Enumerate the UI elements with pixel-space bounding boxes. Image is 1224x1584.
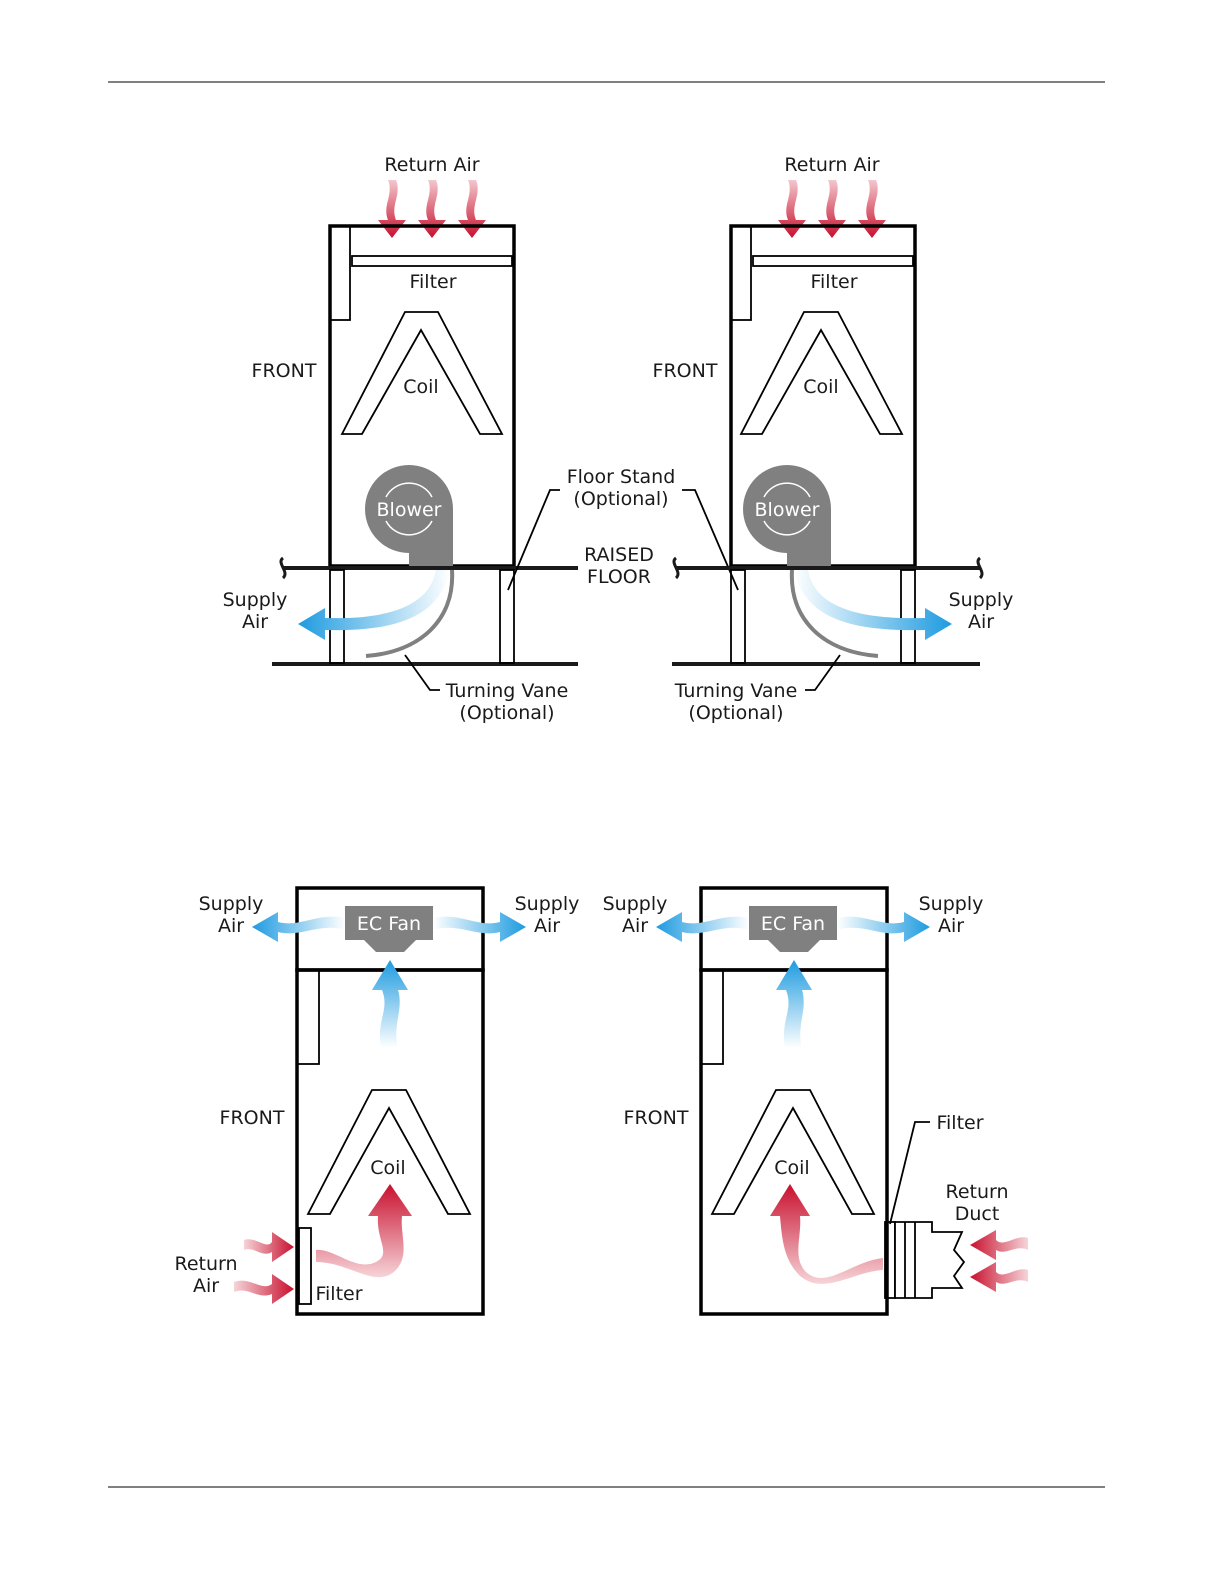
upflow-arrow — [372, 960, 408, 1048]
supply-air-label-2: Air — [968, 611, 994, 633]
coil-label: Coil — [403, 376, 438, 398]
filter-callout — [890, 1122, 930, 1224]
floor-break-icon-left — [674, 558, 678, 578]
diagram-downflow-rear-discharge: Return Air Filter FRONT Coil Blower Supp… — [653, 154, 1014, 724]
turning-vane-label-1: Turning Vane — [445, 680, 569, 702]
floor-stand-leg-left — [330, 570, 344, 663]
return-air-label-1: Return — [174, 1253, 237, 1275]
filter-element — [299, 1228, 311, 1304]
floor-stand-label-2: (Optional) — [573, 488, 668, 510]
filter-label: Filter — [936, 1112, 983, 1134]
supply-air-label-1: Supply — [949, 589, 1014, 611]
turning-vane-callout — [405, 655, 440, 690]
floor-break-icon — [281, 558, 285, 578]
coil-a-frame — [741, 312, 902, 434]
supply-air-right-label-1: Supply — [515, 893, 580, 915]
return-duct-label-1: Return — [945, 1181, 1008, 1203]
diagram-downflow-front-discharge: Return Air Filter FRONT Coil Blower Supp… — [223, 154, 578, 724]
return-air-arrow-2 — [970, 1262, 1028, 1292]
return-air-arrow-1 — [244, 1232, 294, 1262]
floor-stand-leg-right — [500, 570, 514, 663]
diagram-upflow-rear-ducted-return: EC Fan Supply Air Supply Air FRONT Coil … — [603, 888, 1028, 1314]
turning-vane-label-2: (Optional) — [688, 702, 783, 724]
supply-air-label-2: Air — [242, 611, 268, 633]
filter-element — [352, 256, 512, 266]
front-label: FRONT — [624, 1107, 689, 1129]
supply-air-arrow — [794, 570, 952, 640]
front-door-panel — [731, 226, 751, 320]
ec-fan-label: EC Fan — [761, 913, 825, 935]
supply-air-right-label-1: Supply — [919, 893, 984, 915]
front-door-panel — [297, 970, 319, 1064]
coil-label: Coil — [774, 1157, 809, 1179]
ec-fan-label: EC Fan — [357, 913, 421, 935]
return-air-arrows — [378, 180, 486, 238]
supply-air-right-label-2: Air — [534, 915, 560, 937]
coil-label: Coil — [370, 1157, 405, 1179]
supply-air-arrow-right — [837, 912, 930, 942]
turning-vane-label-1: Turning Vane — [674, 680, 798, 702]
filter-label: Filter — [409, 271, 456, 293]
supply-air-left-label-1: Supply — [199, 893, 264, 915]
supply-air-arrow-right — [433, 912, 526, 942]
blower-label: Blower — [755, 499, 820, 521]
front-label: FRONT — [653, 360, 718, 382]
return-air-label: Return Air — [784, 154, 879, 176]
turning-vane-label-2: (Optional) — [459, 702, 554, 724]
raised-floor-label-2: FLOOR — [587, 566, 651, 588]
front-label: FRONT — [252, 360, 317, 382]
front-label: FRONT — [220, 1107, 285, 1129]
floor-stand-label-1: Floor Stand — [567, 466, 676, 488]
return-air-label-2: Air — [193, 1275, 219, 1297]
supply-air-right-label-2: Air — [938, 915, 964, 937]
floor-stand-leg-right — [901, 570, 915, 663]
front-door-panel — [330, 226, 350, 320]
return-air-arrows — [778, 180, 886, 238]
return-air-arrow-1 — [970, 1230, 1028, 1260]
supply-air-left-label-2: Air — [622, 915, 648, 937]
filter-label: Filter — [810, 271, 857, 293]
supply-air-left-label-2: Air — [218, 915, 244, 937]
raised-floor-label-1: RAISED — [584, 544, 654, 566]
filter-label: Filter — [315, 1283, 362, 1305]
center-labels: Floor Stand (Optional) RAISED FLOOR — [508, 466, 738, 590]
floor-stand-leg-left — [731, 570, 745, 663]
diagram-upflow-front-return: EC Fan Supply Air Supply Air FRONT Coil … — [174, 888, 579, 1314]
upflow-arrow — [776, 960, 812, 1048]
turning-vane-callout — [805, 655, 840, 690]
supply-air-arrow — [298, 570, 450, 640]
front-door-panel — [701, 970, 723, 1064]
filter-element — [753, 256, 913, 266]
coil-label: Coil — [803, 376, 838, 398]
return-duct-label-2: Duct — [955, 1203, 1000, 1225]
return-air-arrow-2 — [234, 1274, 294, 1304]
blower-label: Blower — [377, 499, 442, 521]
supply-air-left-label-1: Supply — [603, 893, 668, 915]
floor-stand-callout-left — [508, 490, 560, 590]
coil-a-frame — [342, 312, 502, 434]
return-air-label: Return Air — [384, 154, 479, 176]
supply-air-label-1: Supply — [223, 589, 288, 611]
floor-break-icon-right — [978, 558, 982, 578]
